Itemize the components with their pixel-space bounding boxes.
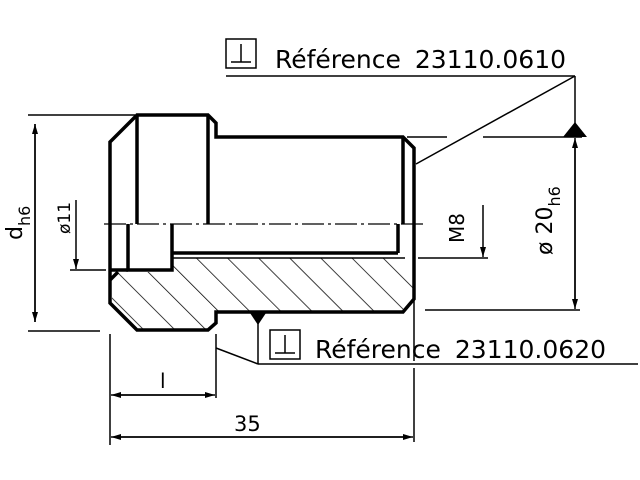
d-label: dh6 xyxy=(3,206,34,240)
perpendicularity-icon xyxy=(269,329,301,360)
part-outline xyxy=(108,113,416,332)
dimension-lengths: l 35 xyxy=(109,300,415,445)
head-length-label: l xyxy=(160,369,166,393)
dimension-d-h6: dh6 xyxy=(3,114,135,332)
dimension-outer: ø 20h6 xyxy=(407,136,582,311)
dimension-thread: M8 xyxy=(418,205,488,259)
thread-label: M8 xyxy=(445,213,469,243)
perpendicularity-icon xyxy=(225,38,257,69)
outer-label: ø 20h6 xyxy=(533,186,564,255)
total-length-label: 35 xyxy=(234,412,261,436)
dimension-bore: ø11 xyxy=(55,200,106,271)
bore-label: ø11 xyxy=(55,202,75,234)
